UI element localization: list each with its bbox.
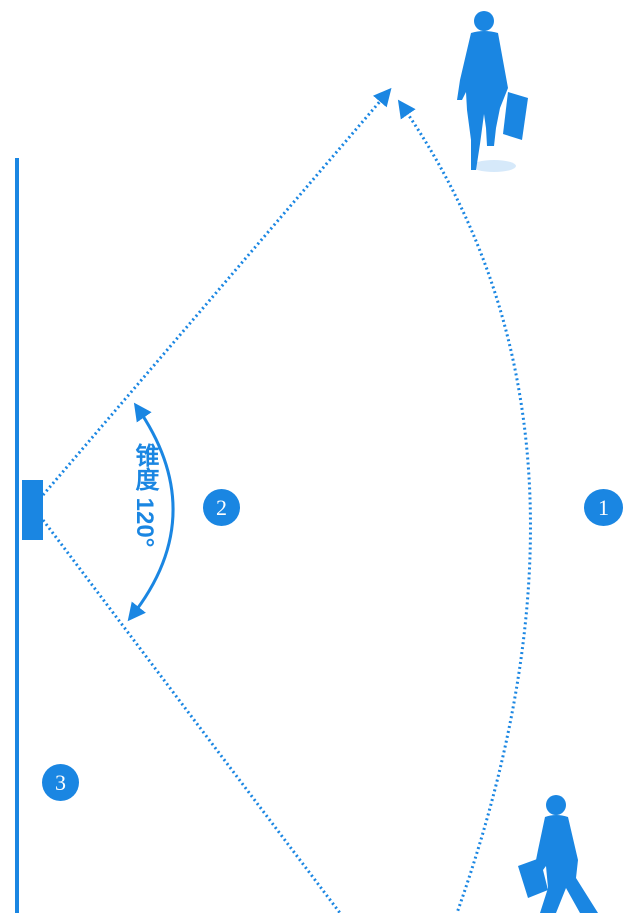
marker-1: 1 — [584, 489, 623, 526]
walking-person-top-icon — [457, 11, 528, 172]
marker-3-label: 3 — [55, 769, 66, 795]
marker-3: 3 — [42, 764, 79, 801]
walking-person-bottom-icon — [518, 795, 598, 913]
coverage-lower-boundary — [41, 519, 342, 913]
sensor-device — [22, 480, 43, 540]
marker-2: 2 — [203, 489, 240, 526]
marker-1-label: 1 — [598, 494, 609, 520]
marker-2-label: 2 — [216, 494, 227, 520]
coverage-upper-boundary — [41, 87, 392, 496]
cone-angle-label: 锥度 120° — [131, 443, 158, 548]
cone-angle-arc — [127, 402, 175, 622]
detection-range-arc — [397, 99, 532, 913]
